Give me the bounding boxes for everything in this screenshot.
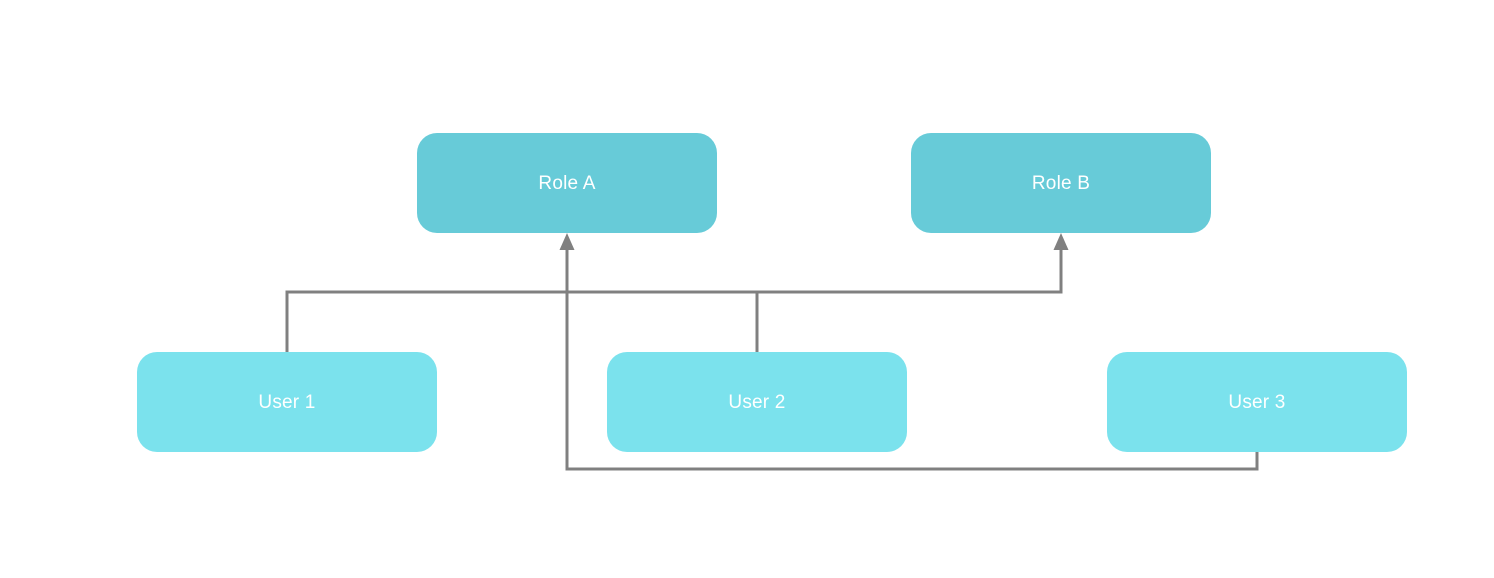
connector-user1-to-role-b[interactable] xyxy=(285,233,1069,352)
connector-line-user1-role-b xyxy=(285,249,1063,352)
node-user-3-label: User 3 xyxy=(1228,391,1286,413)
node-role-b[interactable]: Role B xyxy=(911,133,1211,233)
node-user-1[interactable]: User 1 xyxy=(137,352,437,452)
connector-line-user3-role-a xyxy=(565,249,1259,471)
node-user-2[interactable]: User 2 xyxy=(607,352,907,452)
node-user-3[interactable]: User 3 xyxy=(1107,352,1407,452)
node-role-b-label: Role B xyxy=(1031,172,1091,194)
node-user-1-label: User 1 xyxy=(258,391,316,413)
node-role-a-label: Role A xyxy=(538,172,596,194)
arrowhead-into-role-a-icon xyxy=(559,233,575,250)
node-user-2-label: User 2 xyxy=(728,391,786,413)
arrowhead-into-role-b-icon xyxy=(1053,233,1069,250)
connector-user3-to-role-a[interactable] xyxy=(559,233,1259,471)
node-role-a[interactable]: Role A xyxy=(417,133,717,233)
